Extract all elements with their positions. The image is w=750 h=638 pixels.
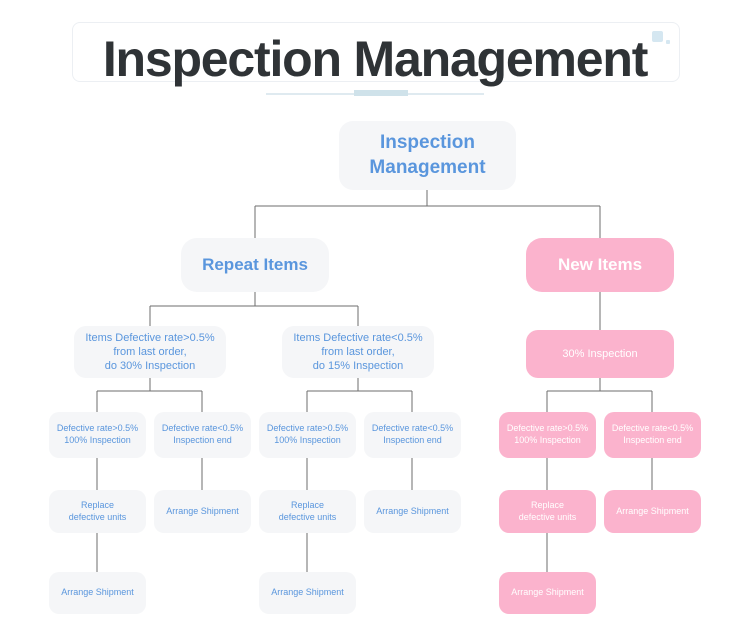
node-new-replace-defective-units[interactable]: Replace defective units — [499, 490, 596, 533]
node-rl-pass-inspection-end[interactable]: Defective rate<0.5% Inspection end — [364, 412, 461, 458]
node-rh-replace-defective-units[interactable]: Replace defective units — [49, 490, 146, 533]
node-rh-pass-inspection-end[interactable]: Defective rate<0.5% Inspection end — [154, 412, 251, 458]
node-repeat-items[interactable]: Repeat Items — [181, 238, 329, 292]
node-inspection-management[interactable]: Inspection Management — [339, 121, 516, 190]
node-rl-final-arrange-shipment[interactable]: Arrange Shipment — [259, 572, 356, 614]
node-new-pass-inspection-end[interactable]: Defective rate<0.5% Inspection end — [604, 412, 701, 458]
node-new-arrange-shipment[interactable]: Arrange Shipment — [604, 490, 701, 533]
node-repeat-items-high-defect[interactable]: Items Defective rate>0.5% from last orde… — [74, 326, 226, 378]
decoration-dot-icon — [666, 40, 670, 44]
node-new-fail-100-inspection[interactable]: Defective rate>0.5% 100% Inspection — [499, 412, 596, 458]
title-card — [72, 22, 680, 82]
node-rl-replace-defective-units[interactable]: Replace defective units — [259, 490, 356, 533]
node-new-items[interactable]: New Items — [526, 238, 674, 292]
page-title: Inspection Management — [102, 31, 649, 87]
node-rl-arrange-shipment[interactable]: Arrange Shipment — [364, 490, 461, 533]
node-rh-fail-100-inspection[interactable]: Defective rate>0.5% 100% Inspection — [49, 412, 146, 458]
node-rh-final-arrange-shipment[interactable]: Arrange Shipment — [49, 572, 146, 614]
node-rl-fail-100-inspection[interactable]: Defective rate>0.5% 100% Inspection — [259, 412, 356, 458]
decoration-square-icon — [652, 31, 663, 42]
node-repeat-items-low-defect[interactable]: Items Defective rate<0.5% from last orde… — [282, 326, 434, 378]
title-underline-accent — [354, 90, 408, 96]
node-new-items-30-inspection[interactable]: 30% Inspection — [526, 330, 674, 378]
node-rh-arrange-shipment[interactable]: Arrange Shipment — [154, 490, 251, 533]
node-new-final-arrange-shipment[interactable]: Arrange Shipment — [499, 572, 596, 614]
